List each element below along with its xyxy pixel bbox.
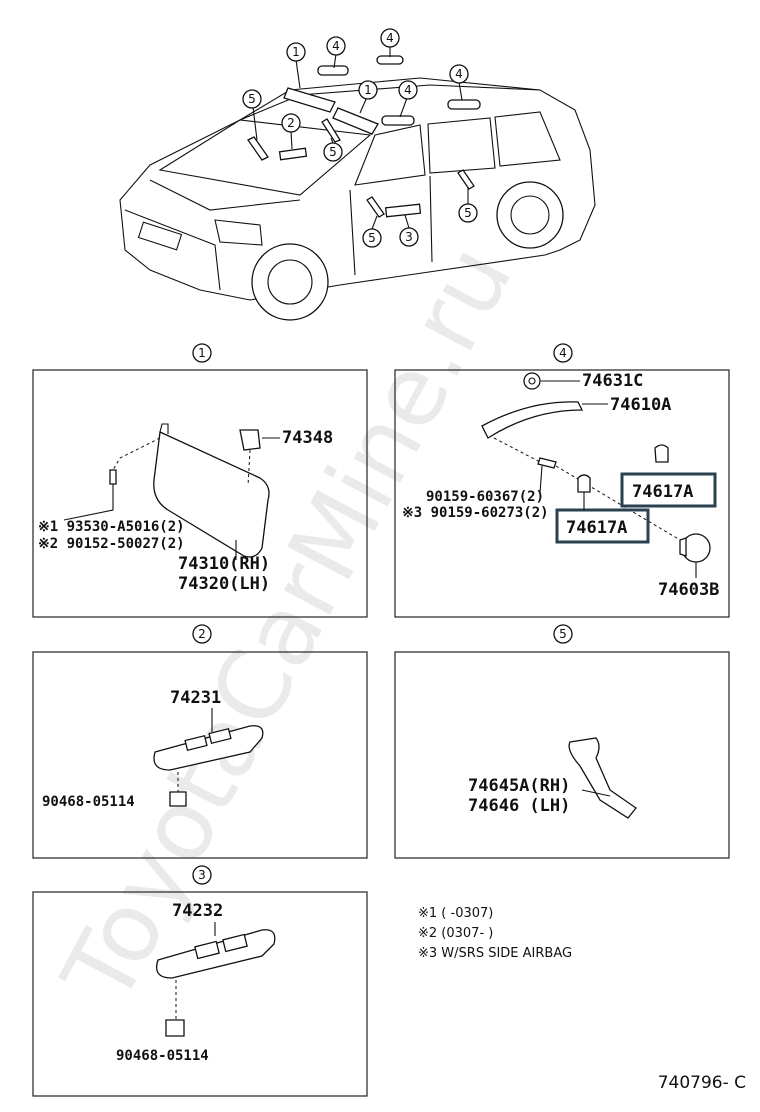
panel-3-frame bbox=[32, 891, 368, 1097]
vehicle-overview bbox=[119, 46, 596, 321]
panel-2-frame bbox=[32, 651, 368, 859]
part-74231-label: 74231 bbox=[170, 688, 221, 708]
switch-clip-p3 bbox=[165, 1019, 185, 1037]
visor-screw bbox=[109, 469, 117, 485]
part-74603b-label: 74603B bbox=[658, 580, 719, 600]
part-74645a-label: 74645A(RH) bbox=[468, 776, 570, 796]
part-74232-label: 74232 bbox=[172, 901, 223, 921]
highlight-74617a-a bbox=[620, 472, 717, 508]
svg-text:4: 4 bbox=[404, 83, 412, 97]
note-2: ※2 (0307- ) bbox=[418, 926, 493, 941]
part-74610a-label: 74610A bbox=[610, 395, 671, 415]
svg-text:1: 1 bbox=[198, 346, 206, 360]
panel-4-frame bbox=[394, 369, 730, 618]
part-74617a-b-label: 74617A bbox=[566, 518, 627, 538]
highlight-74617a-b bbox=[555, 508, 650, 544]
callout-1-center: 1 bbox=[358, 80, 378, 100]
svg-text:2: 2 bbox=[198, 627, 206, 641]
power-window-switch-74231 bbox=[153, 725, 264, 771]
pillar-assist-grip bbox=[568, 737, 637, 819]
callout-5-b: 5 bbox=[323, 142, 343, 162]
panel-2-number: 2 bbox=[192, 624, 212, 644]
callout-3: 3 bbox=[399, 227, 419, 247]
assist-grip bbox=[481, 401, 584, 439]
footnotes: ※1 ( -0307) ※2 (0307- ) ※3 W/SRS SIDE AI… bbox=[418, 906, 572, 961]
grip-cap bbox=[523, 372, 541, 390]
switch-clip-p2 bbox=[169, 791, 187, 807]
part-74348-label: 74348 bbox=[282, 428, 333, 448]
svg-text:4: 4 bbox=[386, 31, 394, 45]
panel-1-number: 1 bbox=[192, 343, 212, 363]
svg-text:4: 4 bbox=[332, 39, 340, 53]
part-74646-label: 74646 (LH) bbox=[468, 796, 570, 816]
panel-3: 3 74232 90468-05114 bbox=[32, 865, 368, 1097]
callout-4-b: 4 bbox=[380, 28, 400, 48]
svg-text:5: 5 bbox=[248, 92, 256, 106]
svg-text:4: 4 bbox=[455, 67, 463, 81]
part-90159-60367-label: 90159-60367(2) bbox=[426, 489, 544, 505]
panel-2: 2 74231 90468-05114 bbox=[32, 624, 368, 859]
watermark-text: ToyotaCarMine.ru bbox=[41, 228, 534, 1022]
part-74617a-a-label: 74617A bbox=[632, 482, 693, 502]
panel-1-frame bbox=[32, 369, 368, 618]
part-90152-label: ※2 90152-50027(2) bbox=[38, 536, 185, 552]
svg-text:5: 5 bbox=[368, 231, 376, 245]
grip-bolt bbox=[537, 457, 557, 469]
callout-5-a: 5 bbox=[242, 89, 262, 109]
panel-5-number: 5 bbox=[553, 624, 573, 644]
part-90468-label-p3: 90468-05114 bbox=[116, 1048, 209, 1064]
panel-5: 5 74645A(RH) 74646 (LH) bbox=[394, 624, 730, 859]
svg-text:1: 1 bbox=[292, 45, 300, 59]
part-74631c-label: 74631C bbox=[582, 371, 643, 391]
callout-1-top: 1 bbox=[286, 42, 306, 62]
panel-1: 1 74348 ※1 93530-A5016(2) ※2 90152-50027… bbox=[32, 343, 368, 618]
svg-text:5: 5 bbox=[559, 627, 567, 641]
panel-4: 4 74631C 74610A 90159-60367(2) ※3 90159-… bbox=[394, 343, 730, 618]
svg-text:3: 3 bbox=[405, 230, 413, 244]
panel-3-number: 3 bbox=[192, 865, 212, 885]
note-1: ※1 ( -0307) bbox=[418, 906, 493, 921]
callout-5-c: 5 bbox=[362, 228, 382, 248]
note-3: ※3 W/SRS SIDE AIRBAG bbox=[418, 946, 572, 961]
svg-text:5: 5 bbox=[464, 206, 472, 220]
svg-text:5: 5 bbox=[329, 145, 337, 159]
overview-callouts: 1 1 2 3 4 4 4 4 5 5 5 5 bbox=[242, 28, 478, 248]
svg-text:4: 4 bbox=[559, 346, 567, 360]
part-90159-60273-label: ※3 90159-60273(2) bbox=[402, 505, 549, 521]
part-74320-label: 74320(LH) bbox=[178, 574, 270, 594]
callout-2: 2 bbox=[281, 113, 301, 133]
callout-5-d: 5 bbox=[458, 203, 478, 223]
svg-text:3: 3 bbox=[198, 868, 206, 882]
sun-visor bbox=[153, 431, 270, 558]
callout-4-c: 4 bbox=[449, 64, 469, 84]
cover-74617a-a bbox=[654, 444, 669, 463]
visor-clip bbox=[239, 429, 261, 451]
panel-5-frame bbox=[394, 651, 730, 859]
cover-74617a-b bbox=[577, 474, 591, 493]
figure-code: 740796- C bbox=[658, 1073, 746, 1093]
panel-4-number: 4 bbox=[553, 343, 573, 363]
callout-4-d: 4 bbox=[398, 80, 418, 100]
callout-4-a: 4 bbox=[326, 36, 346, 56]
part-93530-label: ※1 93530-A5016(2) bbox=[38, 519, 185, 535]
svg-text:2: 2 bbox=[287, 116, 295, 130]
part-74310-label: 74310(RH) bbox=[178, 554, 270, 574]
part-90468-label-p2: 90468-05114 bbox=[42, 794, 135, 810]
svg-text:1: 1 bbox=[364, 83, 372, 97]
